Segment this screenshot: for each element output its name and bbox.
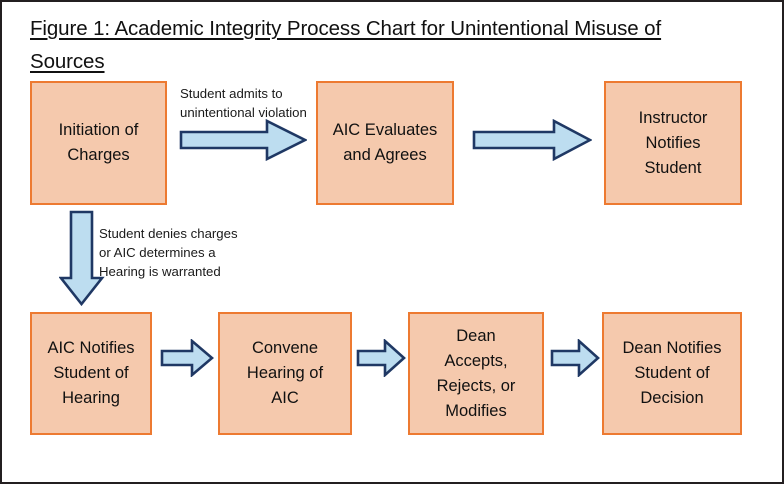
arrow-initiation-to-aic-evaluates [179,119,307,161]
arrow-convene-to-dean-accepts [356,339,406,377]
arrow-initiation-to-aic-notifies [59,210,105,306]
arrow-aic-notifies-to-convene [160,339,214,377]
arrow-dean-accepts-to-dean-notifies [550,339,600,377]
arrow-aic-evaluates-to-instructor [472,119,592,161]
page-title: Figure 1: Academic Integrity Process Cha… [30,17,662,73]
